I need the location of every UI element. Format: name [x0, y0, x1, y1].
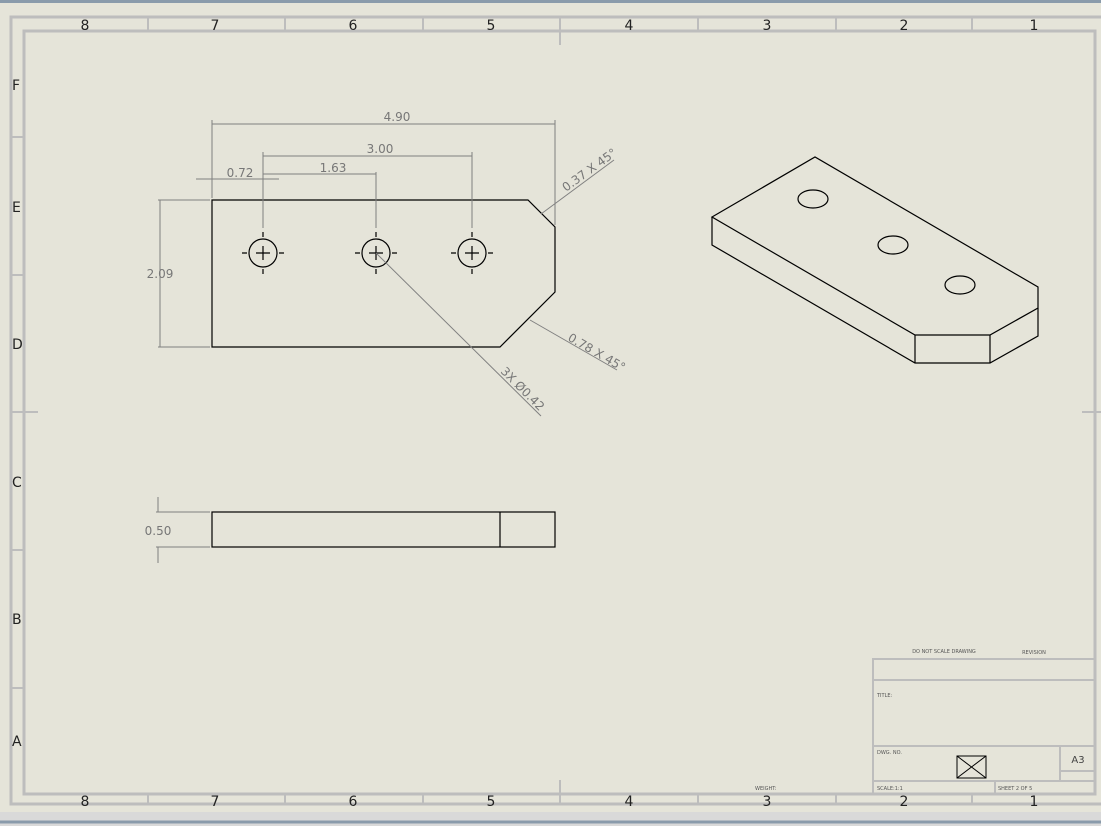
sheet-number: SHEET 2 OF 5 — [998, 786, 1032, 792]
dim-hole-spacing-inner[interactable]: 1.63 — [320, 161, 347, 175]
dimension-lines — [158, 120, 618, 417]
zone-top-4: 4 — [625, 18, 634, 34]
hole — [242, 232, 284, 274]
front-view[interactable]: 4.90 3.00 1.63 0.72 2.09 0.37 X 45° 0.78… — [147, 110, 628, 417]
top-window-edge — [0, 0, 1101, 3]
iso-hole — [877, 235, 909, 255]
zone-top-1: 1 — [1030, 18, 1039, 34]
isometric-view[interactable] — [710, 156, 1039, 364]
side-view[interactable]: 0.50 — [145, 497, 556, 563]
missing-image-icon — [956, 755, 987, 779]
dim-chamfer-bottom[interactable]: 0.78 X 45° — [566, 330, 628, 374]
zone-top-3: 3 — [763, 18, 772, 34]
zone-bottom-4: 4 — [625, 794, 634, 810]
title-label: TITLE: — [876, 693, 893, 699]
zone-bottom-2: 2 — [900, 794, 909, 810]
zone-top-2: 2 — [900, 18, 909, 34]
revision-label: REVISION — [1022, 650, 1046, 656]
iso-hole — [797, 189, 829, 209]
zone-bottom-7: 7 — [211, 794, 220, 810]
zone-bottom-3: 3 — [763, 794, 772, 810]
zone-left-C: C — [12, 475, 22, 491]
zone-left-B: B — [12, 612, 22, 628]
dim-overall-length[interactable]: 4.90 — [384, 110, 411, 124]
dim-height[interactable]: 2.09 — [147, 267, 174, 281]
zone-left-A: A — [12, 734, 22, 750]
zone-bottom-6: 6 — [349, 794, 358, 810]
sheet-frame — [9, 15, 1101, 806]
hole-callout[interactable]: 3X Ø0.42 — [498, 364, 547, 413]
dim-thickness[interactable]: 0.50 — [145, 524, 172, 538]
title-block: DO NOT SCALE DRAWING REVISION TITLE: DWG… — [755, 649, 1096, 795]
zone-top-5: 5 — [487, 18, 496, 34]
weight-label: WEIGHT: — [755, 786, 777, 792]
zone-bottom-1: 1 — [1030, 794, 1039, 810]
iso-hole — [944, 275, 976, 295]
dwg-no-label: DWG. NO. — [877, 750, 902, 756]
dim-edge-to-hole[interactable]: 0.72 — [227, 166, 254, 180]
sheet-size: A3 — [1071, 755, 1084, 766]
zone-top-8: 8 — [81, 18, 90, 34]
zone-labels: 8 7 6 5 4 3 2 1 8 7 6 5 4 3 2 1 F E D C … — [12, 18, 1038, 810]
zone-left-F: F — [12, 78, 20, 94]
zone-bottom-5: 5 — [487, 794, 496, 810]
zone-left-D: D — [12, 337, 23, 353]
zone-top-6: 6 — [349, 18, 358, 34]
zone-top-7: 7 — [211, 18, 220, 34]
bottom-scroll-area[interactable] — [0, 812, 1101, 826]
hole — [451, 232, 493, 274]
part-outline — [211, 199, 556, 348]
dim-hole-spacing-outer[interactable]: 3.00 — [367, 142, 394, 156]
zone-left-E: E — [12, 200, 21, 216]
scale-label: SCALE:1:1 — [877, 786, 903, 792]
dim-chamfer-top[interactable]: 0.37 X 45° — [560, 146, 620, 195]
do-not-scale-label: DO NOT SCALE DRAWING — [912, 649, 976, 655]
zone-bottom-8: 8 — [81, 794, 90, 810]
